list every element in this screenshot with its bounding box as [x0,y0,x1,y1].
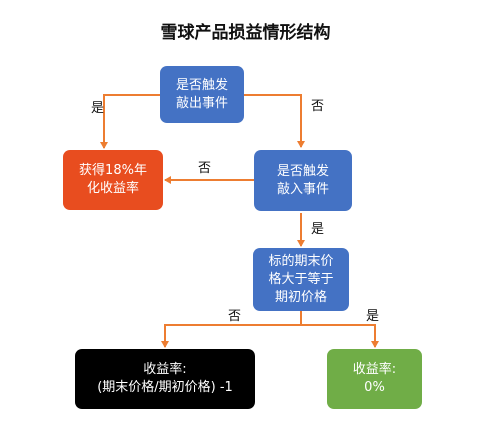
node-fixed-return: 获得18%年 化收益率 [63,150,163,210]
node-knock-in-check: 是否触发 敲入事件 [254,150,352,211]
label-ko-yes: 是 [91,101,105,116]
label-cmp-yes: 是 [366,309,380,324]
diagram-title: 雪球产品损益情形结构 [160,23,331,43]
edge-ko-yes [100,94,160,149]
label-ki-yes: 是 [311,222,325,237]
label-ki-no: 否 [198,161,212,176]
edge-cmp-yes [301,324,379,348]
node-loss-return: 收益率: (期末价格/期初价格) -1 [75,349,255,409]
edge-cmp-no [161,324,301,348]
node-zero-return: 收益率: 0% [327,349,422,409]
edge-ko-no [244,94,305,148]
node-knock-out-check: 是否触发 敲出事件 [160,66,244,123]
label-ko-no: 否 [311,99,325,114]
node-price-compare: 标的期末价 格大于等于 期初价格 [253,248,349,311]
label-cmp-no: 否 [228,309,242,324]
